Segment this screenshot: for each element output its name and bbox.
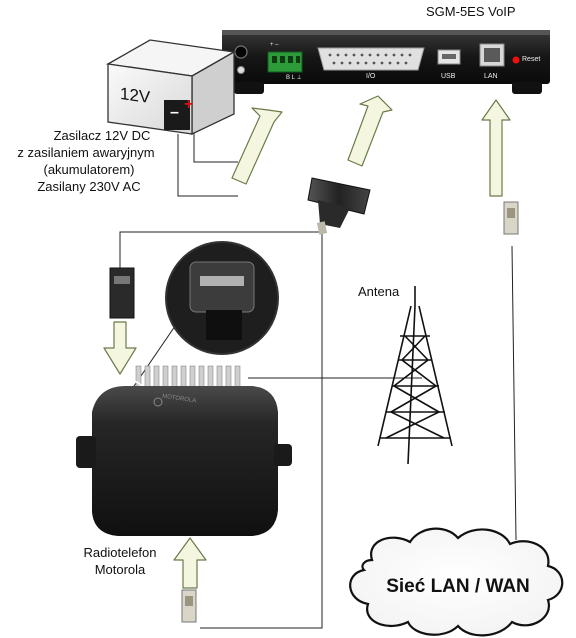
arrow-io — [347, 95, 393, 167]
arrow-lan — [481, 99, 511, 197]
terminal-label-power: + – — [270, 42, 279, 48]
lan-socket — [484, 48, 500, 62]
psu-caption-line: Zasilany 230V AC — [37, 179, 141, 194]
io-plug — [307, 177, 371, 235]
arrows — [103, 95, 511, 589]
psu-terminal-plate — [164, 100, 190, 130]
io-pins — [328, 53, 412, 65]
power-supply — [106, 39, 236, 136]
cable-lan — [511, 245, 517, 541]
cable-psu-plus — [193, 130, 238, 163]
device-title: SGM-5ES VoIP — [426, 4, 516, 19]
zoom-socket — [206, 310, 242, 340]
radio-side-connector — [109, 267, 135, 319]
zoom-connector — [189, 261, 255, 313]
sgm-device — [222, 30, 550, 94]
psu-plus-sign: + — [184, 96, 194, 113]
terminal-pin — [272, 56, 277, 63]
tower-leg-right — [418, 305, 453, 447]
tower-bracing-right — [389, 335, 445, 439]
radio-body — [92, 386, 278, 536]
usb-port-label: USB — [441, 73, 456, 80]
connector-face — [114, 276, 130, 284]
io-port-label: I/O — [366, 73, 376, 80]
network-cloud — [349, 527, 564, 637]
lan-plug — [503, 201, 519, 235]
radio-label-line: Motorola — [94, 562, 146, 577]
terminal-pin — [288, 56, 293, 63]
lan-port-label: LAN — [484, 73, 498, 80]
reset-label: Reset — [522, 56, 541, 63]
io-plug-shell — [307, 177, 371, 215]
network-label: Sieć LAN / WAN — [386, 576, 530, 597]
reset-button — [512, 56, 520, 64]
tower-leg-left — [377, 305, 412, 447]
rj45-contacts — [185, 596, 193, 606]
arrow-radio-bottom — [173, 537, 207, 589]
antenna-label: Antena — [358, 284, 400, 299]
radio — [76, 365, 292, 536]
ground-screw — [237, 66, 245, 74]
radio-side-left — [76, 436, 96, 468]
motorola-logo-icon — [153, 397, 163, 407]
zoom-pins — [200, 276, 244, 286]
io-port — [317, 47, 425, 71]
connector-body — [109, 267, 135, 319]
psu-minus-sign: – — [170, 104, 179, 121]
psu-caption: Zasilacz 12V DC z zasilaniem awaryjnym (… — [0, 127, 178, 195]
device-foot-right — [512, 82, 542, 94]
radio-label: Radiotelefon Motorola — [70, 544, 170, 578]
usb-tongue — [442, 54, 456, 59]
psu-caption-line: Zasilacz 12V DC — [53, 128, 151, 143]
connector-zoom — [129, 241, 279, 393]
psu-caption-line: z zasilaniem awaryjnym — [17, 145, 155, 160]
terminal-label-bl: B L ⊥ — [286, 75, 302, 81]
tower-leg-center — [407, 305, 416, 465]
radio-bottom-plug — [181, 589, 197, 623]
cable-psu-minus — [177, 134, 238, 197]
device-top-edge — [222, 30, 550, 35]
arrow-power — [231, 107, 283, 185]
antenna-tower — [377, 286, 453, 465]
radio-side-right — [274, 444, 292, 466]
device-foot-left — [234, 82, 264, 94]
terminal-pin — [280, 56, 285, 63]
psu-caption-line: (akumulatorem) — [43, 162, 135, 177]
terminal-pin — [296, 56, 300, 63]
io-cable-end — [316, 221, 328, 235]
arrow-radio-connector — [103, 321, 137, 375]
dc-jack — [234, 45, 248, 59]
radio-heatsink — [135, 365, 241, 393]
rj45-contacts — [507, 208, 515, 218]
radio-label-line: Radiotelefon — [83, 545, 157, 560]
tower-bracing-left — [385, 335, 441, 439]
io-plug-boot — [318, 200, 350, 228]
psu-voltage-label: 12V — [120, 83, 151, 108]
